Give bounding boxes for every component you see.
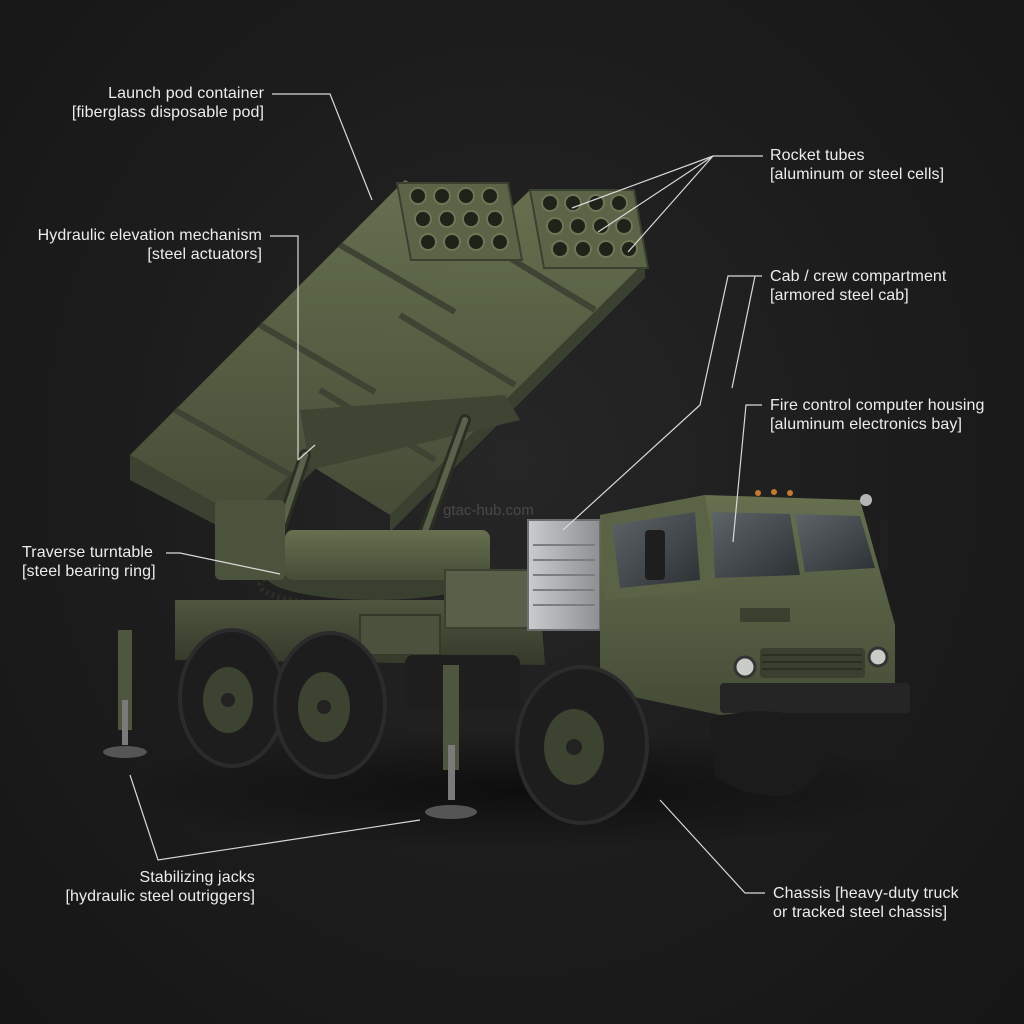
label-cab: Cab / crew compartment [armored steel ca…	[770, 267, 946, 305]
leader-jacks	[129, 774, 421, 861]
watermark: gtac-hub.com	[443, 502, 534, 519]
label-fire-control: Fire control computer housing [aluminum …	[770, 396, 985, 434]
left-pod-top	[130, 180, 520, 520]
leader-turntable	[166, 552, 281, 575]
label-stabilizing-jacks: Stabilizing jacks [hydraulic steel outri…	[65, 868, 255, 906]
label-turntable-material: [steel bearing ring]	[22, 563, 156, 580]
label-turntable: Traverse turntable [steel bearing ring]	[22, 543, 156, 581]
leader-lines	[129, 93, 765, 894]
label-stabilizing-jacks-name: Stabilizing jacks	[139, 869, 255, 886]
label-fire-control-material: [aluminum electronics bay]	[770, 416, 963, 433]
label-launch-pod: Launch pod container [fiberglass disposa…	[72, 84, 264, 122]
label-cab-material: [armored steel cab]	[770, 287, 909, 304]
fire-control-box	[527, 519, 601, 631]
elevation-mechanism	[264, 395, 520, 566]
label-launch-pod-material: [fiberglass disposable pod]	[71, 104, 264, 121]
label-hydraulic-elevation-name: Hydraulic elevation mechanism	[37, 227, 262, 244]
label-fire-control-name: Fire control computer housing	[770, 397, 985, 414]
label-stabilizing-jacks-material: [hydraulic steel outriggers]	[65, 888, 255, 905]
wheels	[178, 628, 827, 825]
wheel-front	[515, 665, 649, 825]
label-chassis-line2: or tracked steel chassis]	[773, 904, 948, 921]
wheel-front-far	[710, 711, 827, 796]
cab	[600, 489, 910, 715]
label-rocket-tubes: Rocket tubes [aluminum or steel cells]	[770, 146, 944, 184]
label-launch-pod-name: Launch pod container	[108, 85, 264, 102]
leader-hydraulic	[270, 235, 299, 460]
label-turntable-name: Traverse turntable	[22, 544, 154, 561]
leader-chassis	[659, 799, 765, 894]
wheel-rear-1	[178, 628, 286, 768]
label-rocket-tubes-name: Rocket tubes	[770, 147, 865, 164]
label-chassis: Chassis [heavy-duty truck or tracked ste…	[773, 884, 959, 922]
label-hydraulic-elevation: Hydraulic elevation mechanism [steel act…	[38, 226, 262, 264]
leader-cab	[562, 275, 762, 531]
leader-fire-control	[732, 404, 762, 543]
label-chassis-line1: Chassis [heavy-duty truck	[773, 885, 959, 902]
leader-launch-pod	[272, 93, 373, 201]
stabilizing-jacks	[103, 630, 477, 819]
label-cab-name: Cab / crew compartment	[770, 268, 947, 285]
label-rocket-tubes-material: [aluminum or steel cells]	[770, 166, 945, 183]
label-hydraulic-elevation-material: [steel actuators]	[147, 246, 262, 263]
wheel-rear-2	[273, 631, 387, 779]
